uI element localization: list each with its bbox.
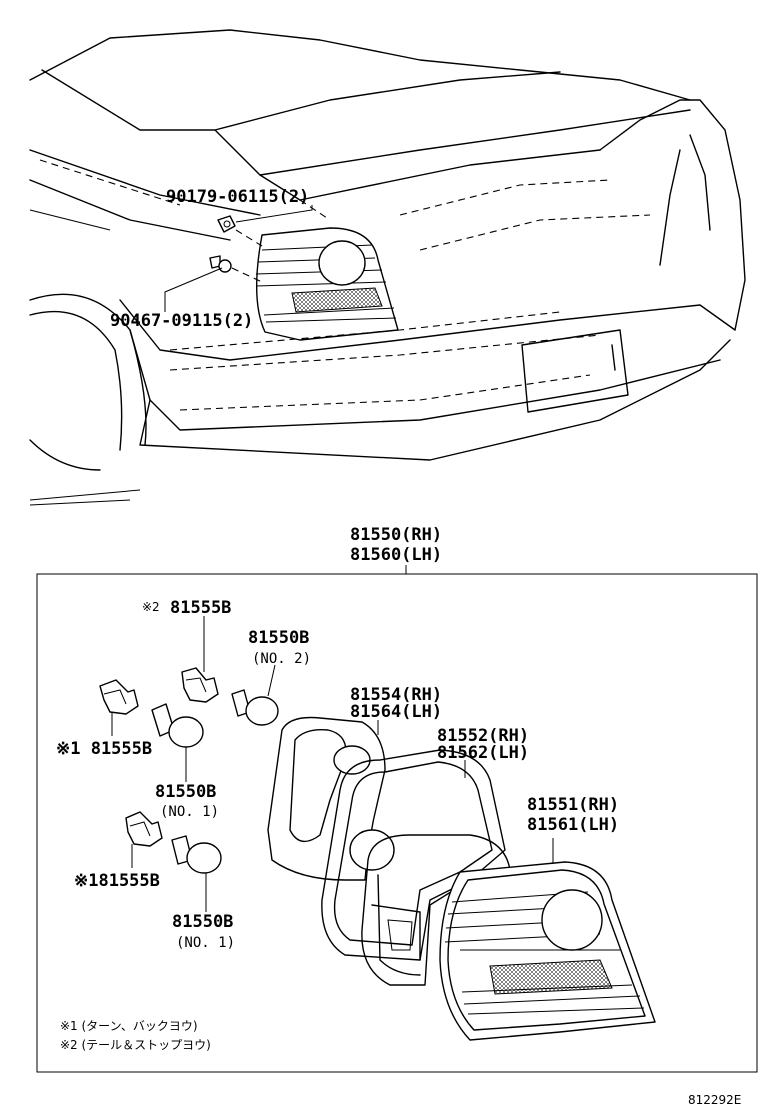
callout-bulb-no1-a-sub: (NO. 1) <box>160 804 219 820</box>
callout-socket-no1-a: ※1 81555B <box>56 739 152 759</box>
callout-bulb-no1-b-sub: (NO. 1) <box>176 935 235 951</box>
socket-81555b-no1-a <box>99 679 139 715</box>
tail-lamp-installed <box>255 227 399 341</box>
bulb-81550b-no1-b <box>171 835 222 874</box>
housing-part <box>361 834 511 986</box>
callout-bulb-no1-a: 81550B <box>155 782 216 802</box>
callout-nut-90467: 90467-09115(2) <box>110 311 253 331</box>
socket-81555b-no2 <box>181 667 219 703</box>
socket-no2-mark: ※2 <box>142 600 160 614</box>
callout-gasket-rh: 81554(RH) <box>350 685 442 705</box>
callout-lens-body-lh: 81562(LH) <box>437 743 529 763</box>
figure-code: 812292E <box>688 1093 741 1107</box>
bulb-81550b-no2 <box>231 689 279 726</box>
gasket-part <box>267 716 386 881</box>
footnote-1: ※1 (ターン、バックヨウ) <box>60 1019 198 1033</box>
callout-bulb-no2: 81550B <box>248 628 309 648</box>
callout-bulb-no2-sub: (NO. 2) <box>252 651 311 667</box>
assembly-frame <box>36 573 758 1073</box>
footnote-2: ※2 (テール＆ストップヨウ) <box>60 1038 211 1052</box>
callout-gasket-lh: 81564(LH) <box>350 702 442 722</box>
bolt-90179 <box>217 215 236 233</box>
assembly-lh-label: 81560(LH) <box>350 545 442 565</box>
callout-socket-no1-b: ※181555B <box>74 871 160 891</box>
bulb-81550b-no1-a <box>151 703 204 748</box>
callout-lens-lh: 81561(LH) <box>527 815 619 835</box>
callout-bulb-no1-b: 81550B <box>172 912 233 932</box>
outer-lens-part <box>439 861 656 1041</box>
socket-81555b-no1-b <box>125 811 163 847</box>
vehicle-rear-view <box>29 29 746 506</box>
callout-socket-no2: 81555B <box>170 598 231 618</box>
callout-lens-body-rh: 81552(RH) <box>437 726 529 746</box>
callout-lens-rh: 81551(RH) <box>527 795 619 815</box>
callout-bolt-90179: 90179-06115(2) <box>166 187 309 207</box>
nut-90467 <box>209 255 232 273</box>
assembly-rh-label: 81550(RH) <box>350 525 442 545</box>
